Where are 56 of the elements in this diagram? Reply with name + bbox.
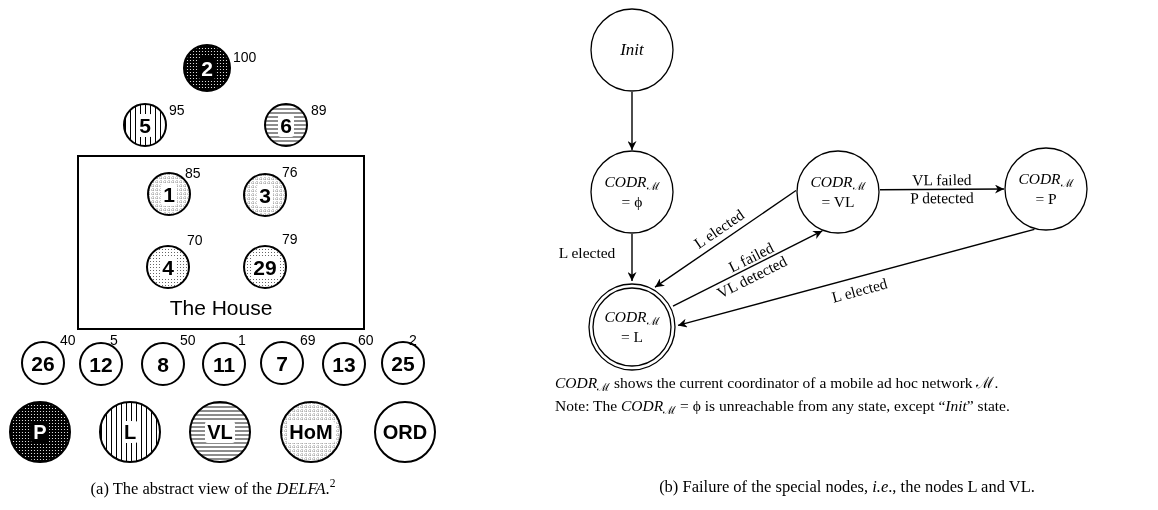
house-title: The House: [169, 297, 273, 318]
arrow: [627, 91, 637, 151]
weight-label: 100: [233, 50, 257, 64]
figure-caption: (b) Failure of the special nodes, i.e., the nodes L and VL.: [659, 477, 1035, 497]
weight-label: 95: [169, 103, 185, 117]
node-circle: [264, 103, 308, 147]
node-circle: [374, 401, 436, 463]
node-number: 1: [161, 182, 177, 206]
state-circle: [796, 150, 880, 234]
state-label: CODR$_{ℳ}$ = ϕ: [603, 172, 661, 212]
node-number: 29: [251, 255, 279, 279]
node-circle: [280, 401, 342, 463]
note-text: Note: The CODR$_{ℳ}$ = ϕ is unreachable from any state, except “Init” state.: [555, 397, 1010, 418]
state-label: CODR$_{ℳ}$ = L: [603, 307, 661, 347]
node-number: HoM: [287, 421, 335, 443]
house-frame: [77, 155, 365, 330]
edge-label: VL failed P detected: [909, 171, 975, 208]
weight-label: 50: [180, 333, 196, 347]
node-circle: [123, 103, 167, 147]
state-circle: [590, 8, 674, 92]
weight-label: 60: [358, 333, 374, 347]
node-number: 5: [137, 113, 153, 137]
weight-label: 69: [300, 333, 316, 347]
arrow: [677, 228, 1036, 328]
node-number: VL: [205, 421, 235, 443]
node-circle: [189, 401, 251, 463]
node-number: 3: [257, 183, 273, 207]
node-number: 4: [160, 255, 176, 279]
state-label: CODR$_{ℳ}$ = VL: [809, 172, 867, 212]
weight-label: 1: [238, 333, 246, 347]
weight-label: 5: [110, 333, 118, 347]
arrow: [654, 189, 797, 288]
node-circle: [183, 44, 231, 92]
weight-label: 76: [282, 165, 298, 179]
node-number: P: [31, 421, 49, 443]
arrow: [879, 184, 1005, 194]
weight-label: 85: [185, 166, 201, 180]
node-number: 6: [278, 113, 294, 137]
weight-label: 79: [282, 232, 298, 246]
weight-label: 40: [60, 333, 76, 347]
node-number: 2: [199, 56, 215, 80]
node-circle: [99, 401, 161, 463]
state-circle: [590, 150, 674, 234]
node-circle: [9, 401, 71, 463]
state-label: Init: [619, 39, 645, 61]
arrow: [672, 230, 823, 307]
note-text: CODR$_{ℳ}$ shows the current coordinator of a mobile ad hoc network ℳ.: [555, 374, 999, 395]
figure-caption: (a) The abstract view of the DELFA.$^{2}$: [90, 477, 336, 499]
node-circle: [146, 245, 190, 289]
state-circle: [1004, 147, 1088, 231]
arrow: [627, 233, 637, 282]
state-label: CODR$_{ℳ}$ = P: [1017, 169, 1075, 209]
node-circle: [243, 245, 287, 289]
weight-label: 70: [187, 233, 203, 247]
state-circle: [588, 283, 676, 371]
weight-label: 89: [311, 103, 327, 117]
